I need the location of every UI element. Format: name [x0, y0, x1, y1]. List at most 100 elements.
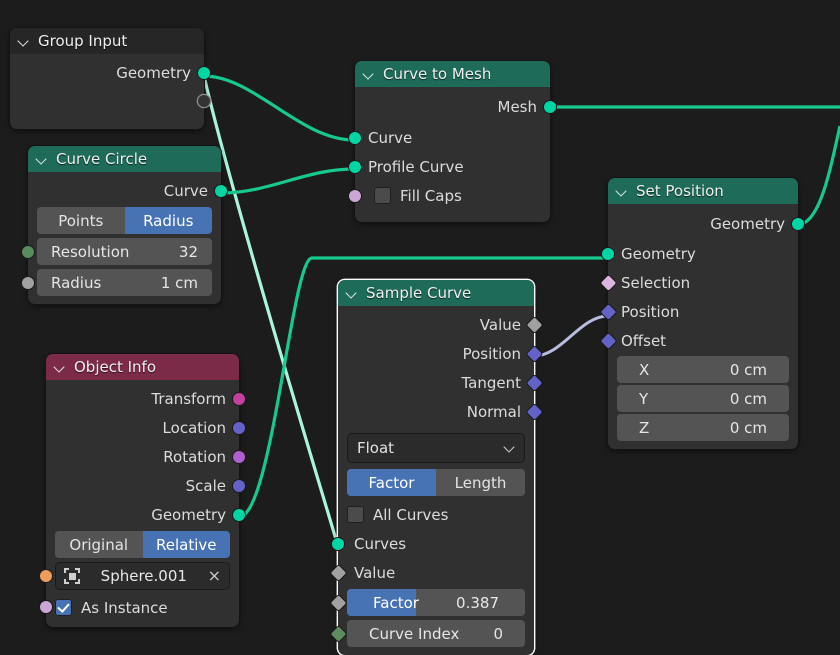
socket-offset-input[interactable] — [600, 332, 616, 349]
field-resolution[interactable]: Resolution 32 — [22, 238, 212, 265]
socket-geometry-output[interactable] — [792, 217, 804, 230]
node-header-group-input[interactable]: Group Input — [10, 28, 204, 54]
socket-profile-curve-input[interactable] — [349, 160, 361, 173]
chevron-down-icon[interactable] — [505, 443, 515, 453]
socket-position-output[interactable] — [526, 345, 542, 362]
socket-row-offset-in[interactable]: Offset — [600, 326, 798, 355]
as-instance-row[interactable]: As Instance — [40, 594, 230, 619]
socket-label: Value — [479, 315, 521, 334]
socket-curve-index-input[interactable] — [330, 625, 347, 642]
socket-fill-caps-input[interactable] — [349, 189, 361, 202]
collapse-chevron-icon[interactable] — [364, 69, 375, 80]
link-objectinfo-to-setposition-geometry — [238, 256, 313, 519]
socket-row-value-out[interactable]: Value — [338, 310, 542, 339]
socket-row-geometry-in[interactable]: Geometry — [602, 239, 798, 268]
socket-geometry-output[interactable] — [198, 66, 210, 79]
toggle-radius[interactable]: Radius — [124, 207, 212, 234]
socket-radius-input[interactable] — [22, 276, 34, 289]
collapse-chevron-icon[interactable] — [347, 288, 358, 299]
socket-curve-input[interactable] — [349, 131, 361, 144]
node-set-position[interactable]: Set Position Geometry Geometry Selection… — [600, 178, 804, 449]
node-curve-to-mesh[interactable]: Curve to Mesh Mesh Curve Profile Curve F… — [349, 61, 556, 222]
toggle-length[interactable]: Length — [436, 469, 525, 496]
socket-tangent-output[interactable] — [526, 374, 542, 391]
socket-row-position-in[interactable]: Position — [600, 297, 798, 326]
collapse-chevron-icon[interactable] — [55, 362, 66, 373]
socket-position-input[interactable] — [600, 303, 616, 320]
socket-value-input[interactable] — [330, 564, 346, 581]
socket-row-position-out[interactable]: Position — [338, 339, 542, 368]
offset-z-field[interactable]: Z 0 cm — [617, 414, 789, 441]
socket-virtual-output[interactable] — [198, 95, 210, 107]
node-group-input[interactable]: Group Input Geometry — [10, 28, 210, 129]
socket-rotation-output[interactable] — [233, 450, 245, 463]
socket-value-output[interactable] — [526, 316, 542, 333]
collapse-chevron-icon[interactable] — [19, 36, 30, 47]
field-radius[interactable]: Radius 1 cm — [22, 269, 212, 296]
socket-row-geometry-out[interactable]: Geometry — [10, 58, 210, 87]
socket-row-location-out[interactable]: Location — [46, 413, 245, 442]
socket-row-geometry-out[interactable]: Geometry — [608, 208, 804, 239]
as-instance-checkbox[interactable] — [55, 599, 72, 616]
node-header-curve-to-mesh[interactable]: Curve to Mesh — [355, 61, 550, 87]
all-curves-checkbox[interactable] — [347, 506, 364, 523]
socket-object-input[interactable] — [40, 570, 52, 582]
socket-row-tangent-out[interactable]: Tangent — [338, 368, 542, 397]
socket-geometry-input[interactable] — [602, 247, 614, 260]
socket-as-instance-input[interactable] — [40, 600, 52, 613]
socket-scale-output[interactable] — [233, 479, 245, 492]
field-curve-index[interactable]: Curve Index 0 — [330, 620, 525, 647]
node-object-info[interactable]: Object Info Transform Location Rotation … — [40, 354, 245, 627]
socket-transform-output[interactable] — [233, 392, 245, 405]
offset-x-field[interactable]: X 0 cm — [617, 356, 789, 383]
socket-row-curve-in[interactable]: Curve — [349, 123, 550, 152]
node-curve-circle[interactable]: Curve Circle Curve Points Radius Resolut… — [22, 146, 227, 304]
sample-mode-toggle[interactable]: Factor Length — [347, 469, 525, 496]
socket-mesh-output[interactable] — [544, 101, 556, 113]
offset-y-field[interactable]: Y 0 cm — [617, 385, 789, 412]
slider-factor[interactable]: Factor 0.387 — [330, 589, 525, 616]
socket-geometry-output[interactable] — [233, 508, 245, 521]
object-selector[interactable]: Sphere.001 × — [40, 562, 230, 590]
socket-row-value-in[interactable]: Value — [330, 558, 534, 587]
socket-resolution-input[interactable] — [22, 245, 34, 258]
socket-normal-output[interactable] — [526, 403, 542, 420]
collapse-chevron-icon[interactable] — [37, 154, 48, 165]
node-header-curve-circle[interactable]: Curve Circle — [28, 146, 221, 172]
socket-row-rotation-out[interactable]: Rotation — [46, 442, 245, 471]
socket-row-fill-caps[interactable]: Fill Caps — [349, 181, 550, 210]
socket-factor-input[interactable] — [330, 594, 347, 611]
socket-label: Tangent — [461, 373, 521, 392]
socket-location-output[interactable] — [233, 421, 245, 434]
toggle-relative[interactable]: Relative — [142, 531, 230, 558]
socket-row-curves-in[interactable]: Curves — [332, 529, 534, 558]
socket-row-mesh-out[interactable]: Mesh — [355, 91, 556, 123]
socket-row-transform-out[interactable]: Transform — [46, 384, 245, 413]
collapse-chevron-icon[interactable] — [617, 186, 628, 197]
socket-label: Curves — [354, 534, 407, 553]
toggle-original[interactable]: Original — [55, 531, 143, 558]
socket-row-profile-curve-in[interactable]: Profile Curve — [349, 152, 550, 181]
socket-row-curve-out[interactable]: Curve — [28, 176, 227, 205]
socket-row-normal-out[interactable]: Normal — [338, 397, 542, 426]
node-header-object-info[interactable]: Object Info — [46, 354, 239, 380]
curve-circle-mode-toggle[interactable]: Points Radius — [37, 207, 212, 234]
node-header-sample-curve[interactable]: Sample Curve — [338, 280, 534, 306]
socket-selection-input[interactable] — [600, 274, 616, 291]
node-sample-curve[interactable]: Sample Curve Value Position Tangent Norm… — [330, 280, 542, 655]
socket-row-selection-in[interactable]: Selection — [600, 268, 798, 297]
socket-row-geometry-out[interactable]: Geometry — [46, 500, 245, 529]
toggle-points[interactable]: Points — [37, 207, 125, 234]
fill-caps-checkbox[interactable] — [374, 187, 391, 204]
close-icon[interactable]: × — [207, 566, 221, 585]
socket-curves-input[interactable] — [332, 537, 344, 550]
socket-row-virtual-out[interactable] — [10, 87, 210, 115]
object-info-space-toggle[interactable]: Original Relative — [55, 531, 230, 558]
all-curves-row[interactable]: All Curves — [347, 501, 525, 527]
toggle-factor[interactable]: Factor — [347, 469, 436, 496]
socket-curve-output[interactable] — [215, 184, 227, 197]
node-header-set-position[interactable]: Set Position — [608, 178, 798, 204]
socket-row-scale-out[interactable]: Scale — [46, 471, 245, 500]
data-type-dropdown[interactable]: Float — [347, 433, 525, 463]
